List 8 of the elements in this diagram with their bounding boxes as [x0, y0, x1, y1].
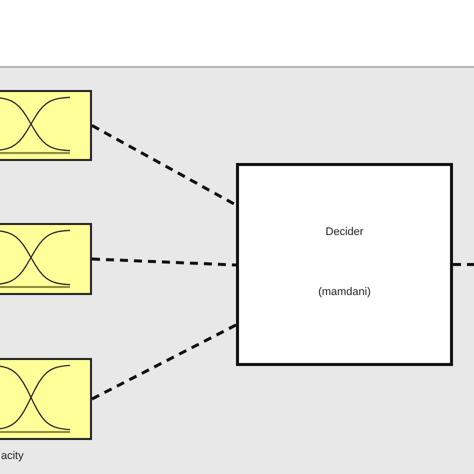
connector-line — [91, 324, 237, 400]
variable-name: acity — [1, 450, 24, 462]
system-name: Decider — [324, 226, 364, 238]
connector-line — [92, 258, 236, 266]
connector-line — [453, 263, 474, 266]
system-box — [236, 163, 453, 366]
connector-line — [91, 124, 237, 206]
system-type: (mamdani) — [317, 286, 372, 298]
